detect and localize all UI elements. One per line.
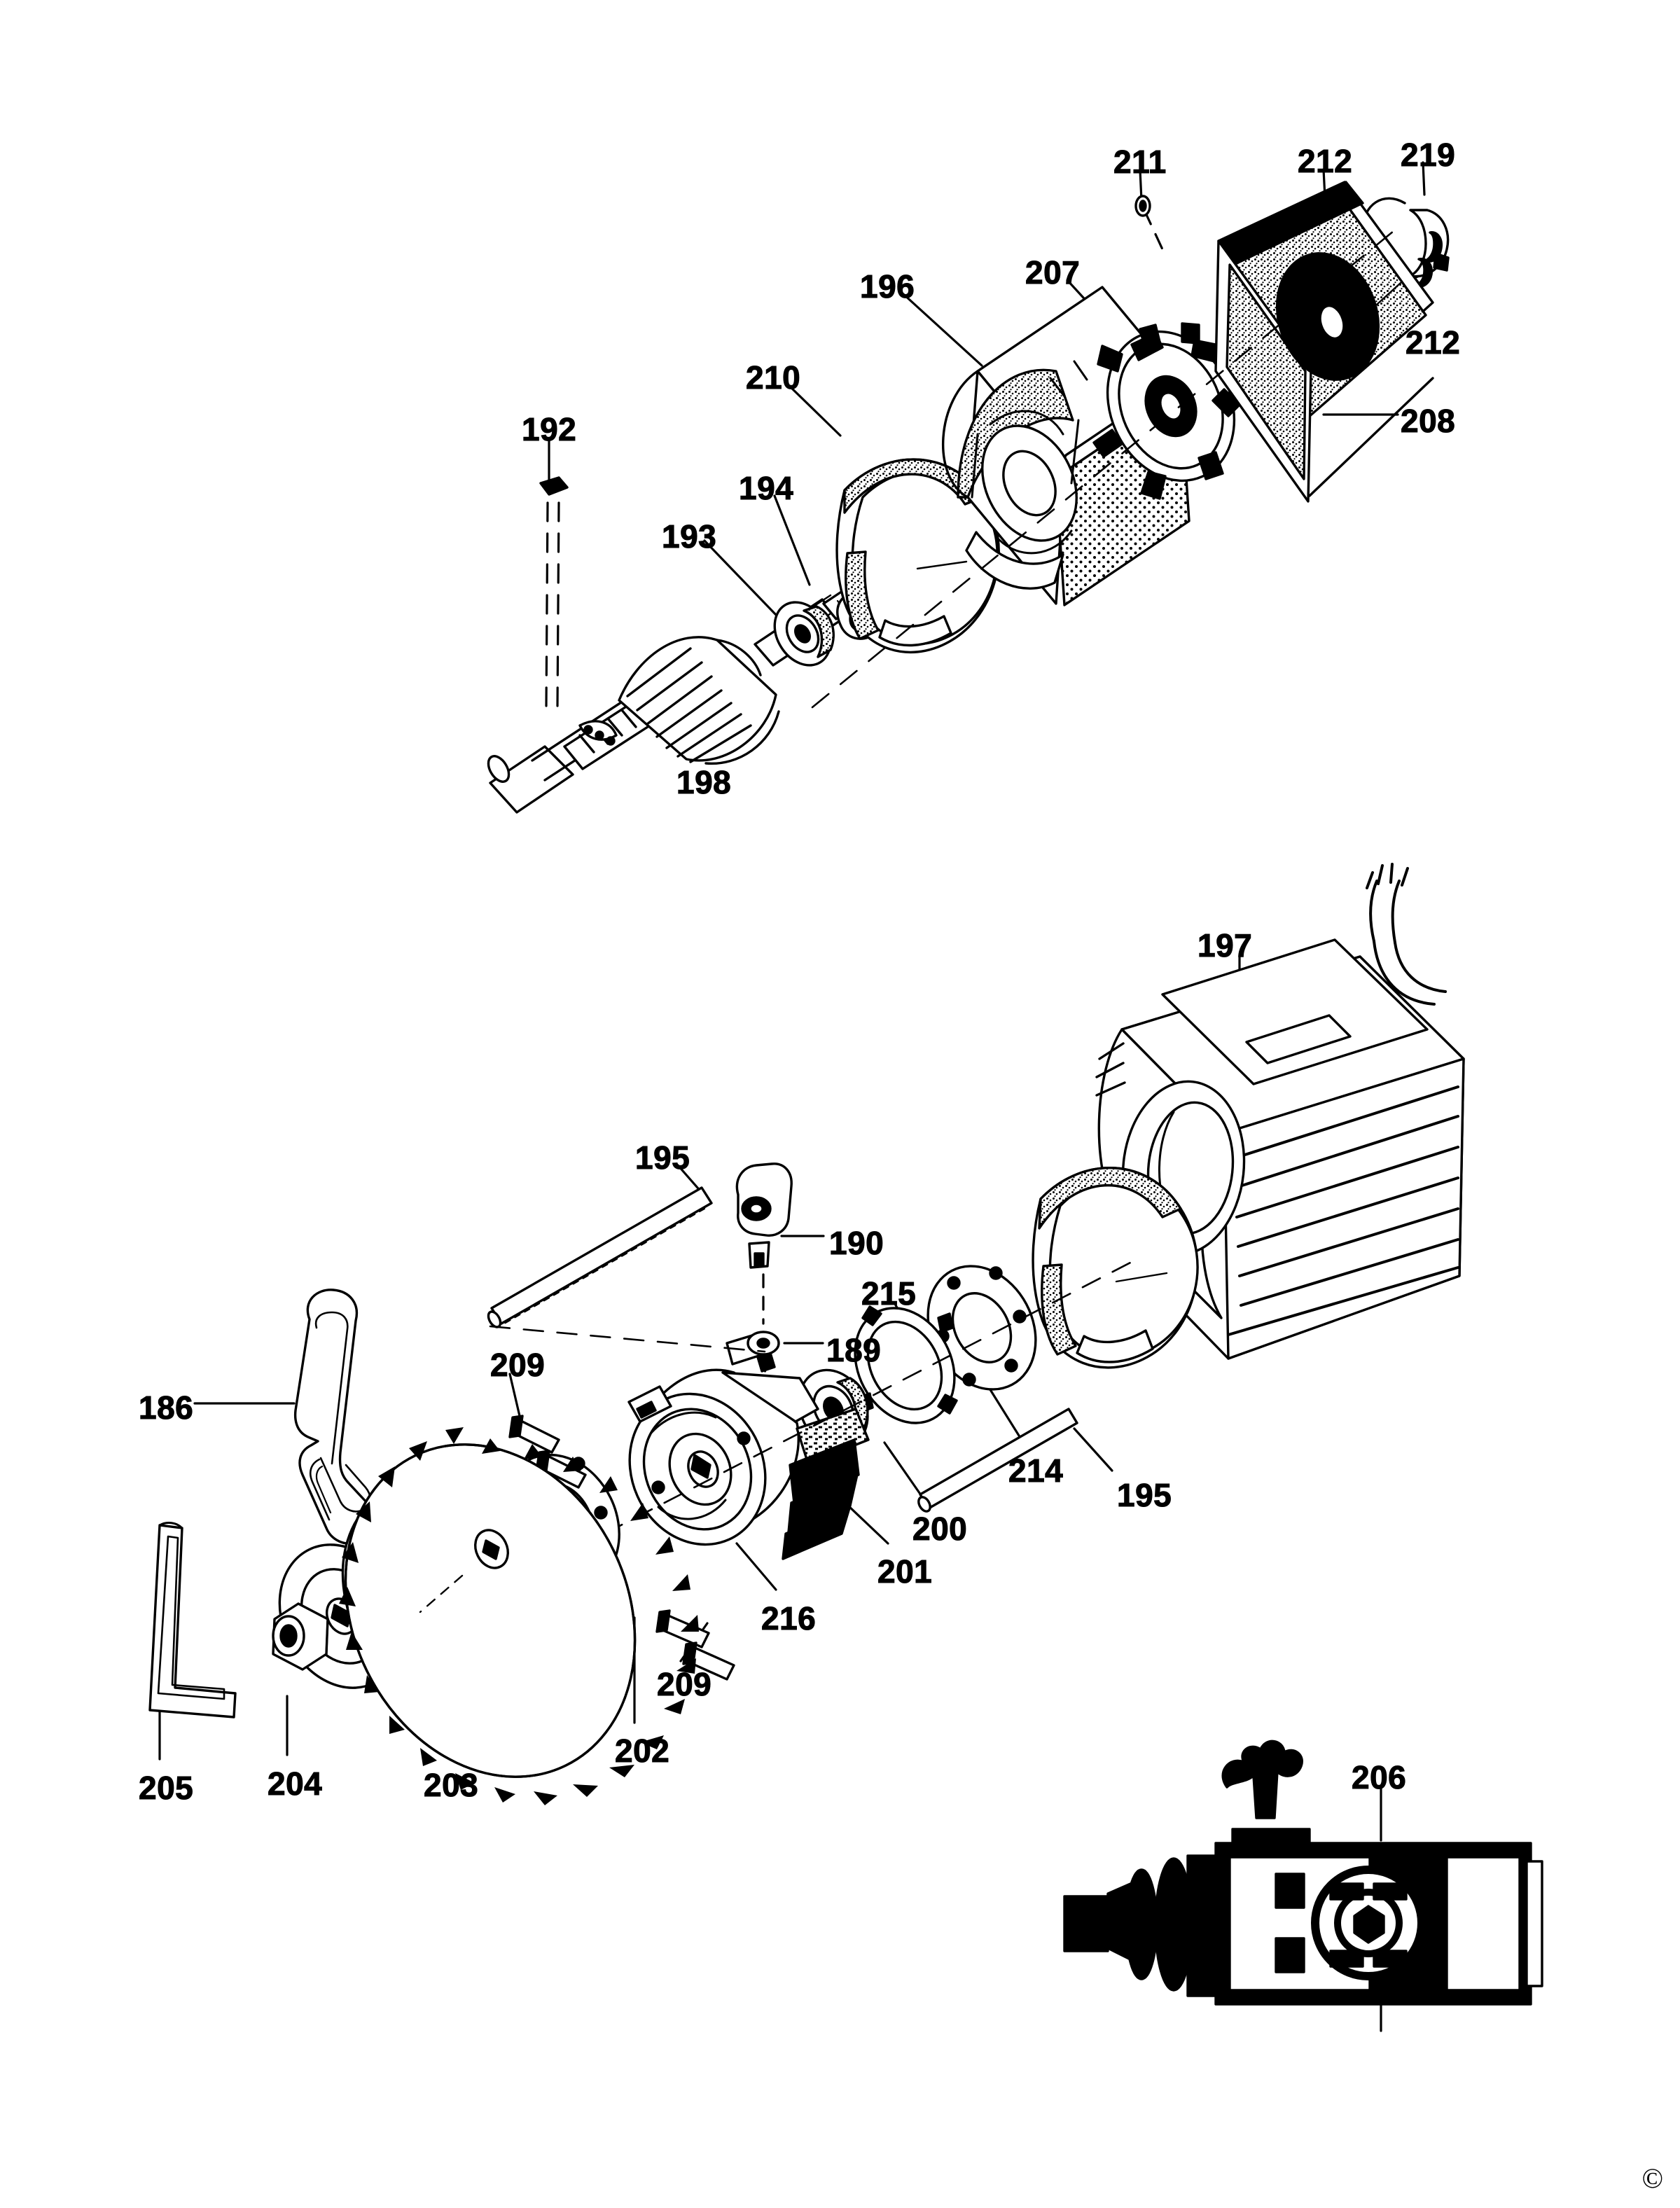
callout-219: 219 xyxy=(1400,137,1456,173)
callout-197: 197 xyxy=(1197,927,1253,964)
callout-194: 194 xyxy=(738,470,794,506)
callout-195-lower: 195 xyxy=(1116,1477,1172,1513)
callout-200: 200 xyxy=(912,1511,968,1547)
callout-214: 214 xyxy=(1008,1452,1064,1489)
callout-210-upper: 210 xyxy=(745,359,801,396)
callout-202: 202 xyxy=(614,1733,670,1769)
callout-212-top: 212 xyxy=(1297,143,1353,179)
part-189-washer xyxy=(747,1331,780,1356)
part-193-bearing xyxy=(773,601,835,667)
callout-206: 206 xyxy=(1351,1759,1407,1796)
callout-192: 192 xyxy=(521,411,577,447)
callout-201: 201 xyxy=(877,1553,933,1590)
callout-208: 208 xyxy=(1400,403,1456,439)
callout-211: 211 xyxy=(1113,144,1167,180)
part-195-rod-upper xyxy=(487,1186,713,1328)
part-210-gasket-upper xyxy=(835,458,1000,653)
callout-216: 216 xyxy=(761,1600,817,1637)
part-195-rod-lower xyxy=(917,1408,1078,1513)
part-198-armature xyxy=(487,574,880,814)
part-208-end-cap xyxy=(1214,181,1434,503)
part-214-flange-plate xyxy=(926,1265,1037,1391)
part-205-hex-key xyxy=(148,1522,237,1719)
callout-190: 190 xyxy=(828,1225,884,1261)
callout-189: 189 xyxy=(826,1332,882,1368)
part-211-pin xyxy=(1134,195,1151,217)
callout-193: 193 xyxy=(661,518,717,555)
part-197-stator-housing xyxy=(1095,863,1465,1360)
callout-204: 204 xyxy=(267,1765,323,1802)
part-190-terminal xyxy=(735,1162,793,1269)
callout-215: 215 xyxy=(861,1275,917,1312)
callout-195-upper: 195 xyxy=(634,1139,690,1176)
callout-203: 203 xyxy=(423,1767,479,1803)
part-206-assembled-unit xyxy=(1063,1740,1543,2006)
part-207-fan xyxy=(1092,322,1241,500)
callout-212-right: 212 xyxy=(1405,324,1461,361)
part-196-field-housing xyxy=(942,286,1192,606)
callout-205: 205 xyxy=(138,1770,194,1806)
saw-blade xyxy=(339,1427,699,1805)
part-204-arbor-nut xyxy=(272,1602,329,1671)
callout-209-upper: 209 xyxy=(490,1347,546,1383)
copyright-symbol: © xyxy=(1641,2162,1663,2194)
callout-207: 207 xyxy=(1025,254,1081,291)
part-192-key xyxy=(539,476,569,496)
part-210-gasket-lower xyxy=(1032,1167,1199,1369)
callout-209-lower: 209 xyxy=(656,1666,712,1702)
callout-186: 186 xyxy=(138,1389,194,1426)
callout-198: 198 xyxy=(676,764,732,800)
callout-196: 196 xyxy=(859,268,915,305)
